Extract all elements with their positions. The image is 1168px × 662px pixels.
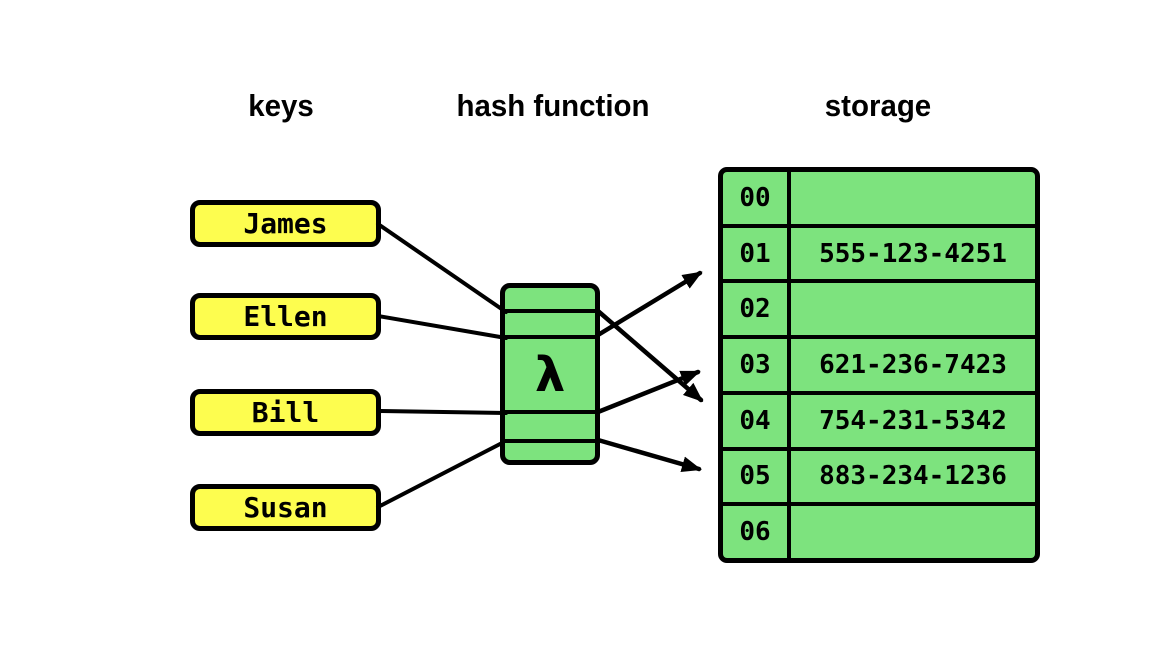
hash-function-header: hash function <box>456 88 650 123</box>
slot-index-04: 04 <box>723 394 787 447</box>
keys-header: keys <box>248 88 314 123</box>
storage-header: storage <box>824 88 932 123</box>
slot-value-06 <box>791 506 1035 558</box>
key-box-susan: Susan <box>190 484 381 531</box>
arrow-hash-to-slot-04 <box>595 308 704 403</box>
slot-value-01: 555-123-4251 <box>791 227 1035 280</box>
storage-table: 00 01 555-123-4251 02 03 621-236-7423 04… <box>718 167 1040 563</box>
slot-index-05: 05 <box>723 450 787 503</box>
key-box-ellen: Ellen <box>190 293 381 340</box>
key-label-bill: Bill <box>251 396 320 429</box>
key-label-james: James <box>243 207 328 240</box>
hash-function-box: λ <box>500 283 600 465</box>
slot-value-03: 621-236-7423 <box>791 339 1035 391</box>
line-susan-to-hash <box>376 441 504 509</box>
slot-value-02 <box>791 283 1035 336</box>
arrow-hash-to-slot-03 <box>595 369 701 415</box>
slot-value-05: 883-234-1236 <box>791 450 1035 503</box>
line-james-to-hash <box>376 222 508 314</box>
key-box-james: James <box>190 200 381 247</box>
lambda-symbol: λ <box>534 347 566 403</box>
key-label-susan: Susan <box>243 491 328 524</box>
line-ellen-to-hash <box>376 314 508 340</box>
slot-index-02: 02 <box>723 283 787 336</box>
slot-index-06: 06 <box>723 506 787 558</box>
arrow-hash-to-slot-05 <box>595 437 702 472</box>
slot-index-00: 00 <box>723 172 787 224</box>
line-bill-to-hash <box>376 409 508 415</box>
arrow-hash-to-slot-01 <box>595 270 703 338</box>
slot-value-04: 754-231-5342 <box>791 394 1035 447</box>
key-box-bill: Bill <box>190 389 381 436</box>
slot-value-00 <box>791 172 1035 224</box>
slot-index-01: 01 <box>723 227 787 280</box>
slot-index-03: 03 <box>723 339 787 391</box>
key-label-ellen: Ellen <box>243 300 328 333</box>
